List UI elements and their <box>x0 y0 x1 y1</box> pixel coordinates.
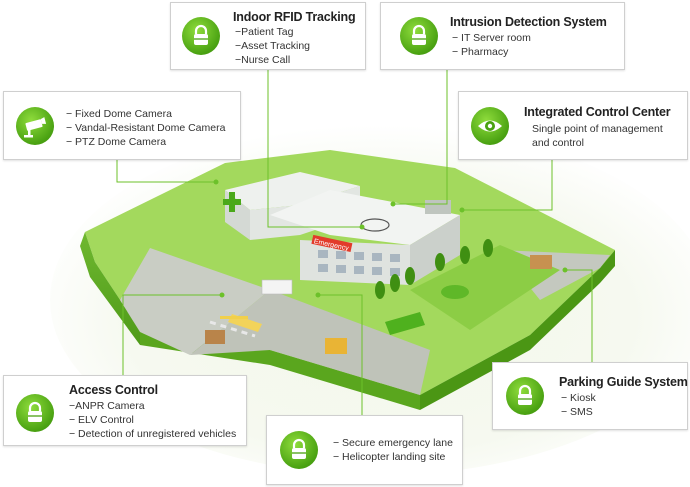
control-center-title: Integrated Control Center <box>524 105 671 119</box>
building-main-side <box>410 215 460 285</box>
building-wing-left-top <box>225 172 360 210</box>
intrusion-item: − IT Server room <box>452 32 531 44</box>
parking-title: Parking Guide System <box>559 375 688 389</box>
lock-icon <box>506 377 544 415</box>
ambulance <box>261 279 293 295</box>
emergency-item: − Secure emergency lane <box>333 437 453 449</box>
green-kiosk <box>385 312 425 335</box>
camera-icon <box>16 107 54 145</box>
access-item: −ANPR Camera <box>69 400 145 412</box>
callout-parking: Parking Guide System − Kiosk − SMS <box>492 362 688 430</box>
booth-front <box>325 338 347 354</box>
cctv-items: − Fixed Dome Camera − Vandal-Resistant D… <box>66 107 225 149</box>
callout-access-control: Access Control −ANPR Camera − ELV Contro… <box>3 375 247 446</box>
control-center-line: Single point of management <box>532 123 663 135</box>
trees <box>375 239 493 299</box>
callout-emergency-lane: − Secure emergency lane − Helicopter lan… <box>266 415 463 485</box>
cctv-item: − PTZ Dome Camera <box>66 136 167 148</box>
parking-item: − SMS <box>561 406 593 418</box>
intrusion-items: − IT Server room − Pharmacy <box>452 31 531 59</box>
eye-icon <box>471 107 509 145</box>
booth-right <box>530 255 552 269</box>
lock-icon <box>400 17 438 55</box>
callout-connectors <box>116 70 593 415</box>
green-cross-h <box>223 199 241 205</box>
building-windows <box>318 250 400 276</box>
access-item: − ELV Control <box>69 414 134 426</box>
cctv-item: − Vandal-Resistant Dome Camera <box>66 122 226 134</box>
booth-left <box>205 330 225 344</box>
park <box>410 245 560 330</box>
ground-side-right <box>420 250 615 410</box>
callout-cctv: − Fixed Dome Camera − Vandal-Resistant D… <box>3 91 241 160</box>
lock-icon <box>16 394 54 432</box>
road-front <box>190 290 430 395</box>
intrusion-item: − Pharmacy <box>452 46 509 58</box>
callout-rfid: Indoor RFID Tracking −Patient Tag −Asset… <box>170 2 366 70</box>
rfid-item: −Patient Tag <box>235 26 294 38</box>
ground-side-left <box>80 232 140 345</box>
callout-intrusion: Intrusion Detection System − IT Server r… <box>380 2 625 70</box>
rfid-item: −Asset Tracking <box>235 40 310 52</box>
intrusion-title: Intrusion Detection System <box>450 15 607 29</box>
access-item: − Detection of unregistered vehicles <box>69 428 237 440</box>
connector-dots <box>213 179 568 298</box>
barrier <box>220 316 248 319</box>
emergency-items: − Secure emergency lane − Helicopter lan… <box>333 436 453 464</box>
parking-items: − Kiosk − SMS <box>561 391 596 419</box>
emergency-item: − Helicopter landing site <box>333 451 446 463</box>
callout-control-center: Integrated Control Center Single point o… <box>458 91 688 160</box>
rfid-item: −Nurse Call <box>235 54 291 66</box>
access-title: Access Control <box>69 383 158 397</box>
parking-item: − Kiosk <box>561 392 596 404</box>
road-markings <box>209 320 256 338</box>
rfid-items: −Patient Tag −Asset Tracking −Nurse Call <box>235 25 310 67</box>
lock-icon <box>280 431 318 469</box>
rfid-title: Indoor RFID Tracking <box>233 10 356 24</box>
pond <box>441 285 469 299</box>
emergency-sign-bg <box>311 234 353 253</box>
control-center-line: and control <box>532 137 584 149</box>
access-items: −ANPR Camera − ELV Control − Detection o… <box>69 399 236 441</box>
road-left <box>120 248 270 355</box>
cctv-item: − Fixed Dome Camera <box>66 108 172 120</box>
building-main-top <box>270 190 460 245</box>
lock-icon <box>182 17 220 55</box>
